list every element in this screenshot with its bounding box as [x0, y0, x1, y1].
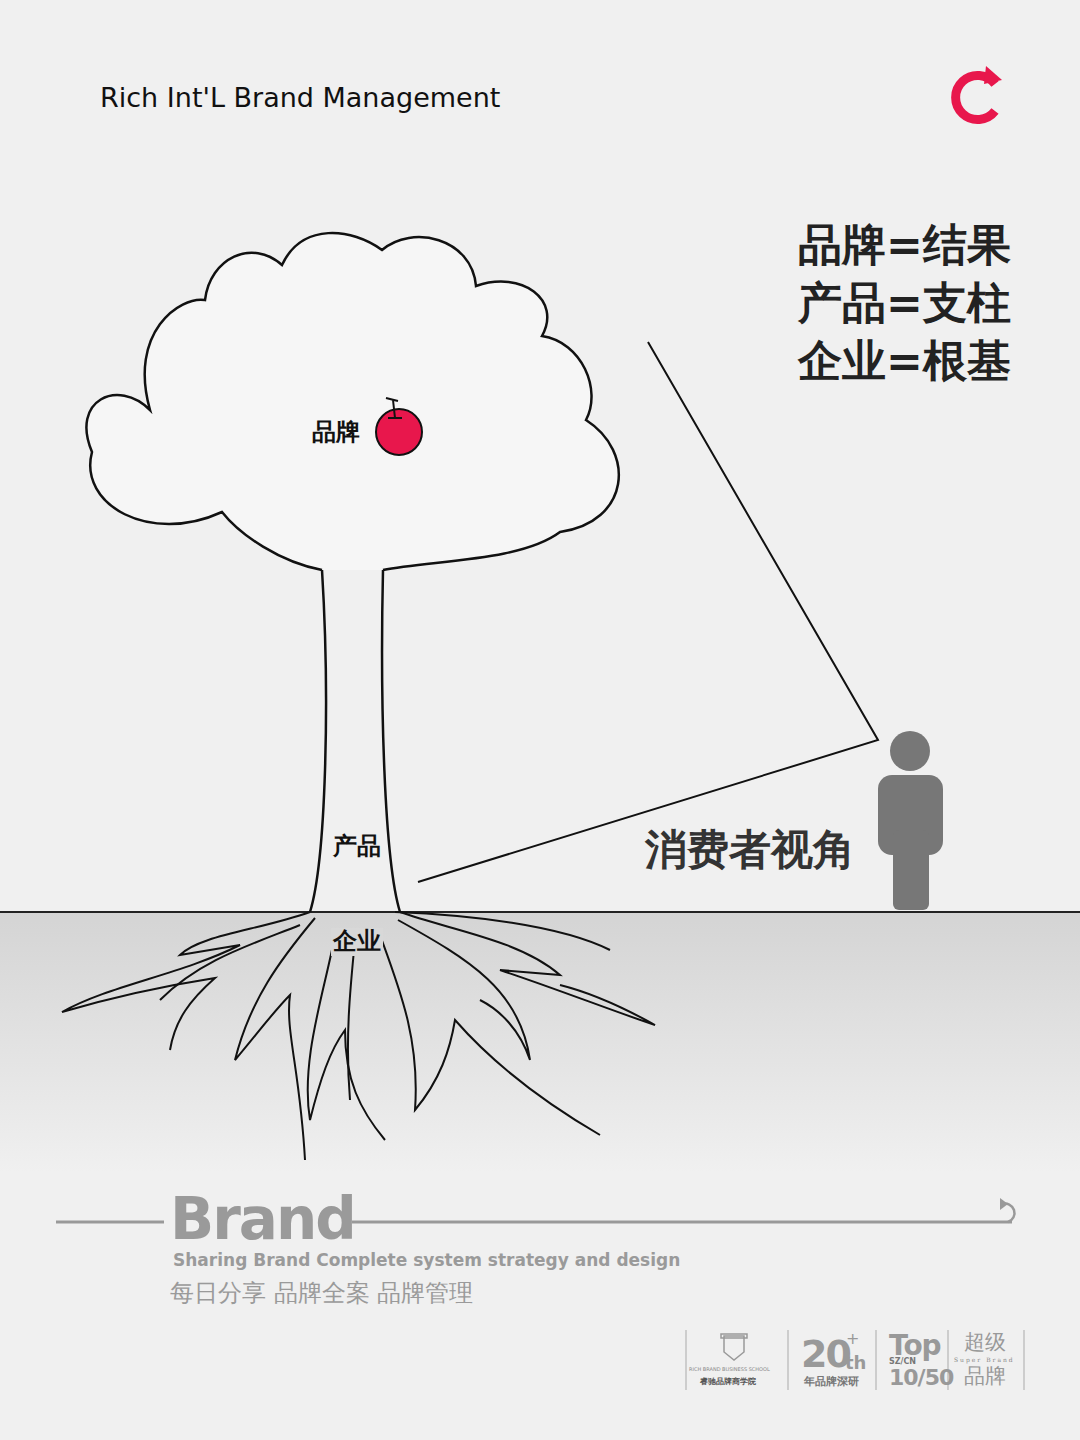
school-name-cn: 睿驰品牌商学院 — [700, 1377, 756, 1386]
statement-line: 产品=支柱 — [798, 278, 1011, 329]
school-crest — [721, 1334, 747, 1360]
statement-line: 企业=根基 — [798, 336, 1011, 387]
apple-stem — [386, 398, 402, 418]
soil-ground — [0, 912, 1080, 1172]
tree-canopy — [86, 233, 618, 570]
apple — [376, 409, 422, 455]
header-text: Rich Int'L Brand Management — [100, 82, 500, 113]
sight-line — [418, 342, 878, 882]
tagline-en: Sharing Brand Complete system strategy a… — [173, 1251, 680, 1271]
trunk-label: 产品 — [331, 833, 383, 861]
years-number: 20 — [801, 1333, 850, 1377]
ground-line — [0, 911, 1080, 913]
super-brand-en: Super Brand — [954, 1357, 1015, 1364]
brand-wordmark: Brand — [170, 1186, 355, 1253]
school-name-en: RICH BRAND BUSINESS SCHOOL — [689, 1367, 770, 1373]
brand-rule — [352, 1221, 1012, 1224]
footer-dividers — [686, 1330, 1024, 1390]
years-caption: 年品牌深研 — [804, 1376, 859, 1389]
viewpoint-label: 消费者视角 — [645, 826, 855, 874]
tree-trunk — [382, 570, 400, 912]
root-label: 企业 — [331, 928, 383, 956]
statement-line: 品牌=结果 — [798, 220, 1011, 271]
super-brand-cn: 品牌 — [964, 1364, 1006, 1388]
person-icon — [878, 731, 943, 910]
brand-hook-head — [1000, 1198, 1008, 1210]
brand-rule — [56, 1221, 164, 1224]
logo-arrow — [984, 66, 1002, 84]
tree-trunk — [310, 570, 326, 912]
rank-number: 10/50 — [889, 1365, 953, 1390]
years-suffix: th — [845, 1353, 866, 1374]
tagline-cn: 每日分享 品牌全案 品牌管理 — [170, 1280, 473, 1308]
fruit-label: 品牌 — [312, 419, 360, 447]
tree-roots — [62, 912, 655, 1160]
rank-region: SZ/CN — [889, 1357, 916, 1366]
years-plus: + — [846, 1330, 859, 1348]
super-brand-cn: 超级 — [964, 1330, 1006, 1354]
